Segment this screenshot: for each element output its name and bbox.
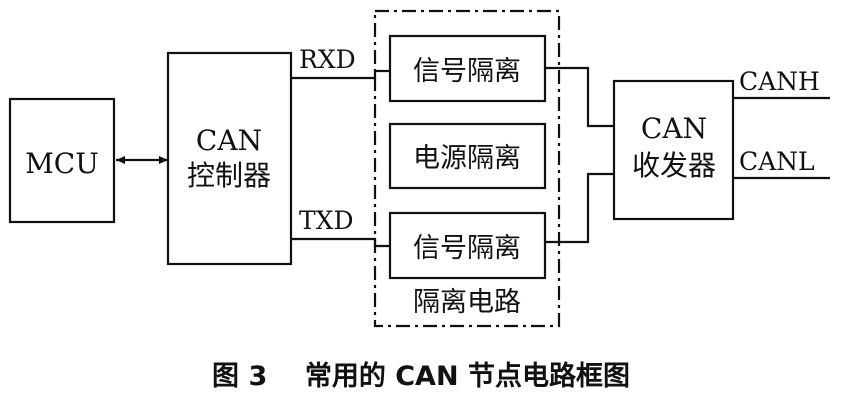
rxd-line xyxy=(291,69,390,80)
signal-isolation-bottom-block: 信号隔离 xyxy=(388,211,547,280)
controller-label-line2: 控制器 xyxy=(187,159,271,192)
figure-caption: 图 3 常用的 CAN 节点电路框图 xyxy=(212,360,630,392)
rxd-label: RXD xyxy=(299,45,356,74)
isolation-group-border xyxy=(373,9,561,328)
canl-label: CANL xyxy=(739,147,815,176)
isolation-group-label: 隔离电路 xyxy=(413,287,521,318)
transceiver-label-line1: CAN xyxy=(641,112,707,145)
power-isolation-label: 电源隔离 xyxy=(413,143,521,174)
power-isolation-block: 电源隔离 xyxy=(388,122,547,190)
txd-label: TXD xyxy=(299,206,354,235)
signal-isolation-top-label: 信号隔离 xyxy=(413,56,521,87)
signal-isolation-bottom-label: 信号隔离 xyxy=(413,233,521,264)
signal-isolation-top-block: 信号隔离 xyxy=(388,34,547,103)
can-controller-block: CAN 控制器 xyxy=(166,51,293,266)
canh-label: CANH xyxy=(739,67,820,96)
isolation-transceiver-bottom-line xyxy=(545,172,614,244)
isolation-transceiver-top-line xyxy=(545,66,614,128)
controller-label-line1: CAN xyxy=(196,124,262,157)
mcu-block: MCU xyxy=(8,97,116,224)
mcu-label: MCU xyxy=(25,147,99,180)
can-transceiver-block: CAN 收发器 xyxy=(612,79,735,221)
transceiver-label-line2: 收发器 xyxy=(632,149,716,182)
